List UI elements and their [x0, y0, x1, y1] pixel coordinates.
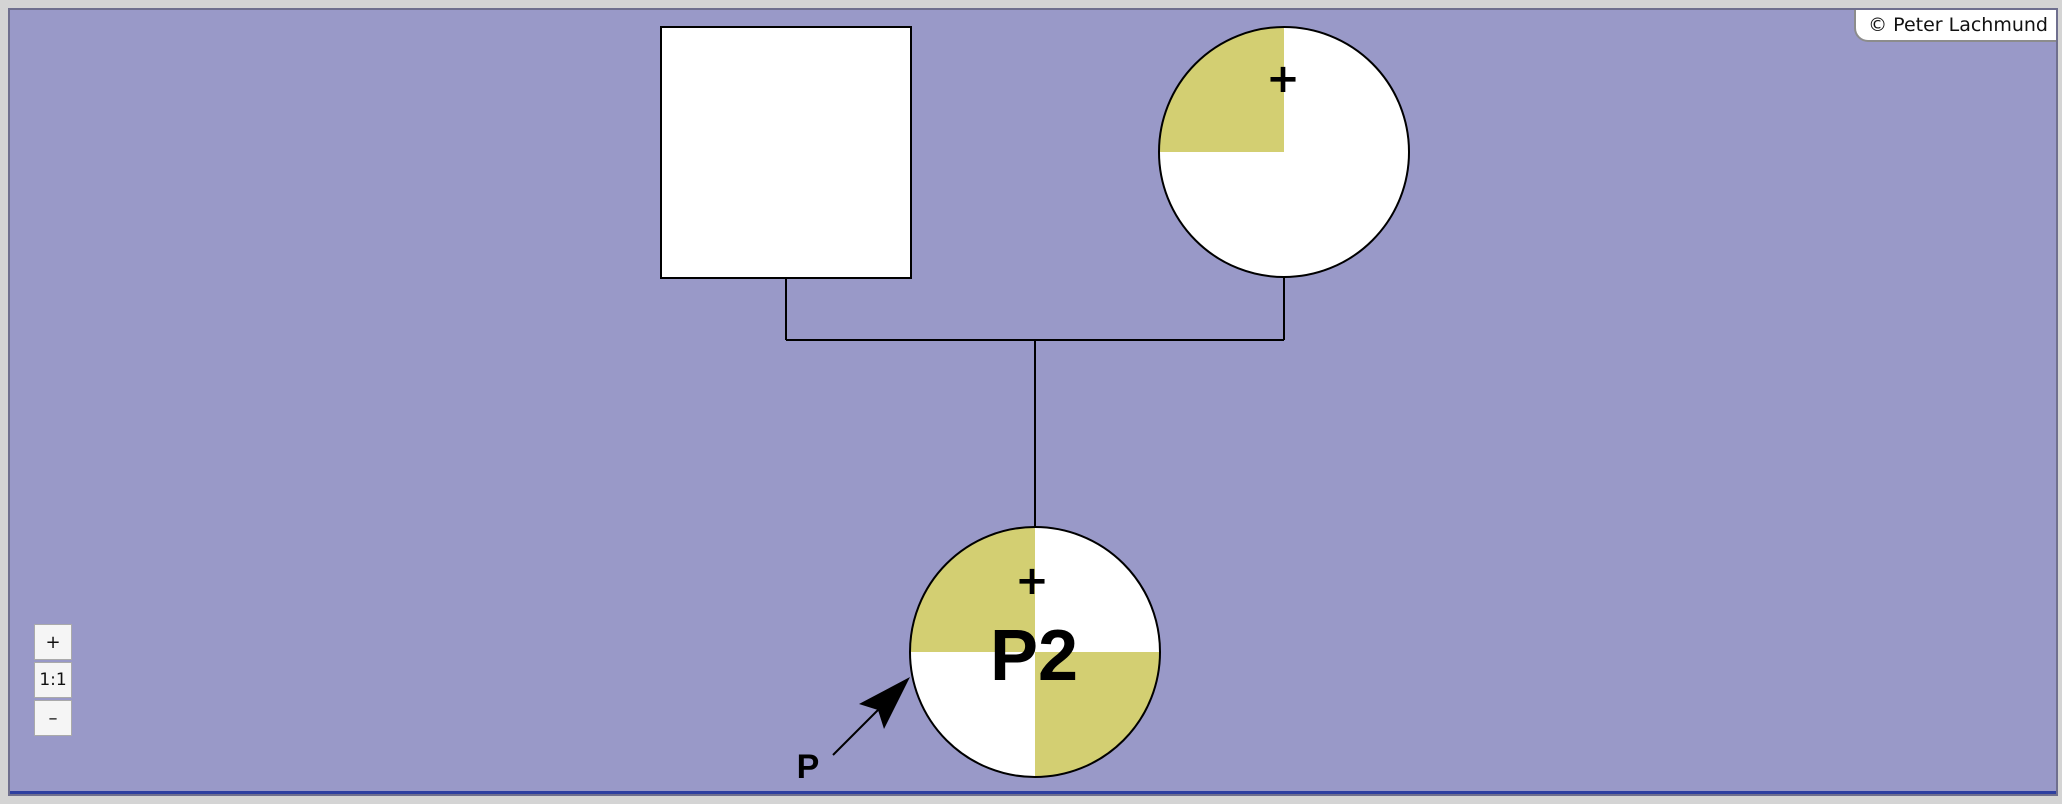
proband-symbol[interactable]: + P2: [909, 526, 1161, 778]
proband-affected-quadrant-top-left: [910, 527, 1035, 652]
proband-arrow-label: P: [797, 748, 820, 786]
zoom-controls: + 1:1 –: [34, 624, 72, 736]
zoom-in-button[interactable]: +: [34, 624, 72, 660]
proband-arrow-head: [859, 677, 910, 729]
mother-symbol[interactable]: +: [1158, 26, 1410, 278]
proband-circle-outline: [909, 526, 1161, 778]
copyright-badge: © Peter Lachmund: [1854, 10, 2056, 42]
proband-arrow: [832, 677, 910, 756]
proband-affected-quadrant-bottom-right: [1035, 652, 1160, 777]
mother-circle-outline: [1158, 26, 1410, 278]
pedigree-canvas[interactable]: + + P2 P © Peter Lachmund + 1:1: [8, 8, 2058, 796]
proband-marker: +: [1015, 558, 1049, 604]
zoom-reset-button[interactable]: 1:1: [34, 662, 72, 698]
father-symbol[interactable]: [660, 26, 912, 279]
pedigree-chart: + + P2 P: [660, 26, 1410, 786]
zoom-out-button[interactable]: –: [34, 700, 72, 736]
proband-label: P2: [990, 616, 1078, 696]
relationship-lines: [785, 278, 1285, 526]
mother-affected-quadrant: [1159, 27, 1284, 152]
copyright-text: © Peter Lachmund: [1868, 14, 2048, 36]
mother-marker: +: [1266, 56, 1300, 102]
